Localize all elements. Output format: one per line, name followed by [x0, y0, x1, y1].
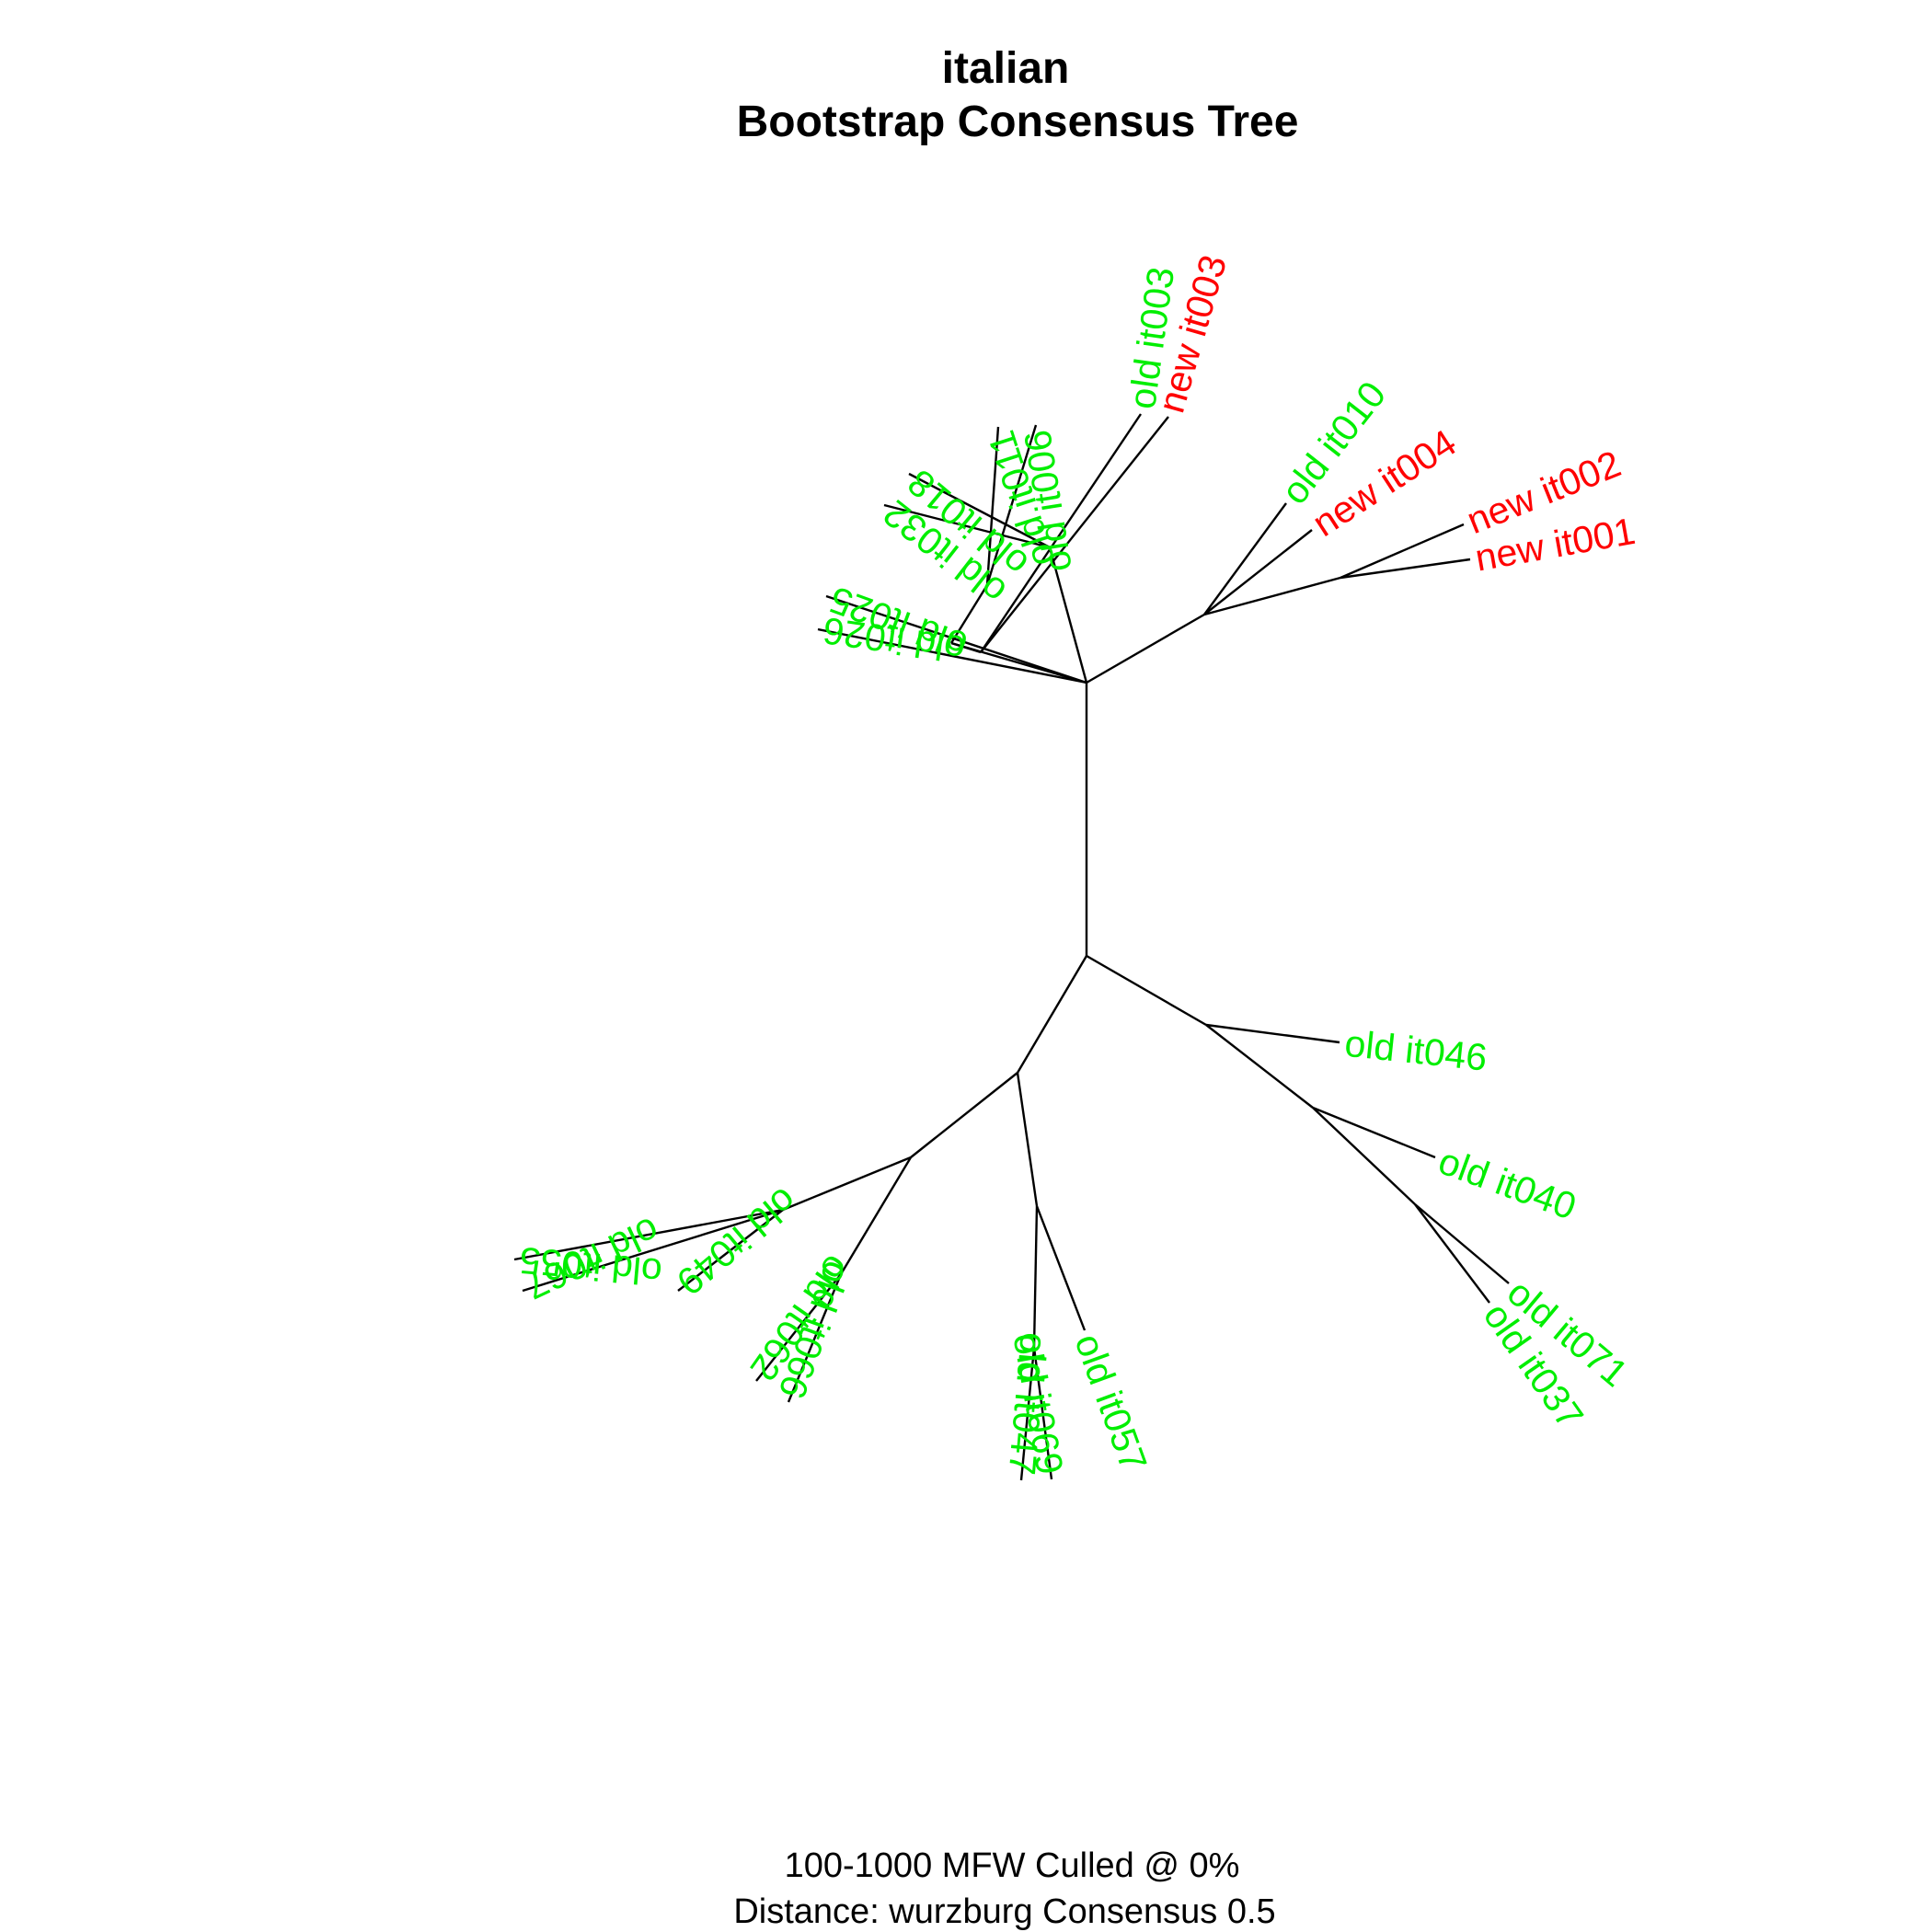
tree-edges: [513, 413, 1510, 1481]
tree-edge: [1086, 613, 1205, 684]
tip-label-old-it057: old it057: [1066, 1328, 1155, 1477]
tree-edge: [825, 594, 1087, 684]
tree-edge: [1312, 1106, 1436, 1159]
tree-edge: [1019, 1347, 1036, 1481]
tree-edge: [1016, 955, 1088, 1074]
tree-edge: [1340, 558, 1471, 580]
tree-edge: [1340, 523, 1465, 580]
tree-edge: [985, 424, 1038, 586]
tree-edge: [908, 472, 1051, 549]
tree-edge: [1016, 1072, 1039, 1207]
tree-edge: [1086, 954, 1207, 1027]
diagram-subtitle: Bootstrap Consensus Tree: [737, 98, 1299, 146]
tree-edge: [677, 1209, 784, 1292]
tree-edge: [1312, 1107, 1416, 1205]
tree-edge: [513, 1208, 784, 1261]
tree-edge: [1203, 502, 1287, 615]
tree-edge: [980, 416, 1169, 653]
tree-edge: [910, 1072, 1018, 1158]
tree-edge: [1032, 1347, 1053, 1480]
tree-edge: [980, 413, 1142, 653]
tree-edge: [1414, 1203, 1510, 1284]
tree-edge: [787, 1273, 843, 1403]
tree-edge: [1203, 576, 1341, 616]
tree-edge: [1035, 1205, 1087, 1331]
tree-edge: [1203, 529, 1313, 615]
tree-edge: [950, 641, 982, 654]
tree-edge: [949, 584, 989, 644]
tree-edge: [1048, 546, 1088, 684]
tree-edge: [1205, 1023, 1340, 1044]
tip-label-old-it046: old it046: [1343, 1022, 1489, 1079]
tree-edge: [1205, 1024, 1314, 1109]
diagram-title: italian: [942, 44, 1070, 93]
tree-edge: [1414, 1203, 1490, 1304]
tree-edge: [522, 1208, 784, 1293]
caption-distance: Distance: wurzburg Consensus 0.5: [733, 1892, 1275, 1931]
tree-edge: [755, 1273, 842, 1382]
tree-edge: [817, 627, 1087, 684]
tree-edge: [839, 1156, 913, 1275]
tree-edge: [1032, 1205, 1039, 1349]
tip-label-old-it049: old it049: [669, 1179, 805, 1304]
tip-label-old-it040: old it040: [1433, 1139, 1581, 1227]
tree-edge: [883, 503, 1051, 549]
tree-edge: [985, 426, 1000, 586]
tree-edge: [782, 1156, 912, 1212]
caption-mfw: 100-1000 MFW Culled @ 0%: [785, 1846, 1240, 1885]
